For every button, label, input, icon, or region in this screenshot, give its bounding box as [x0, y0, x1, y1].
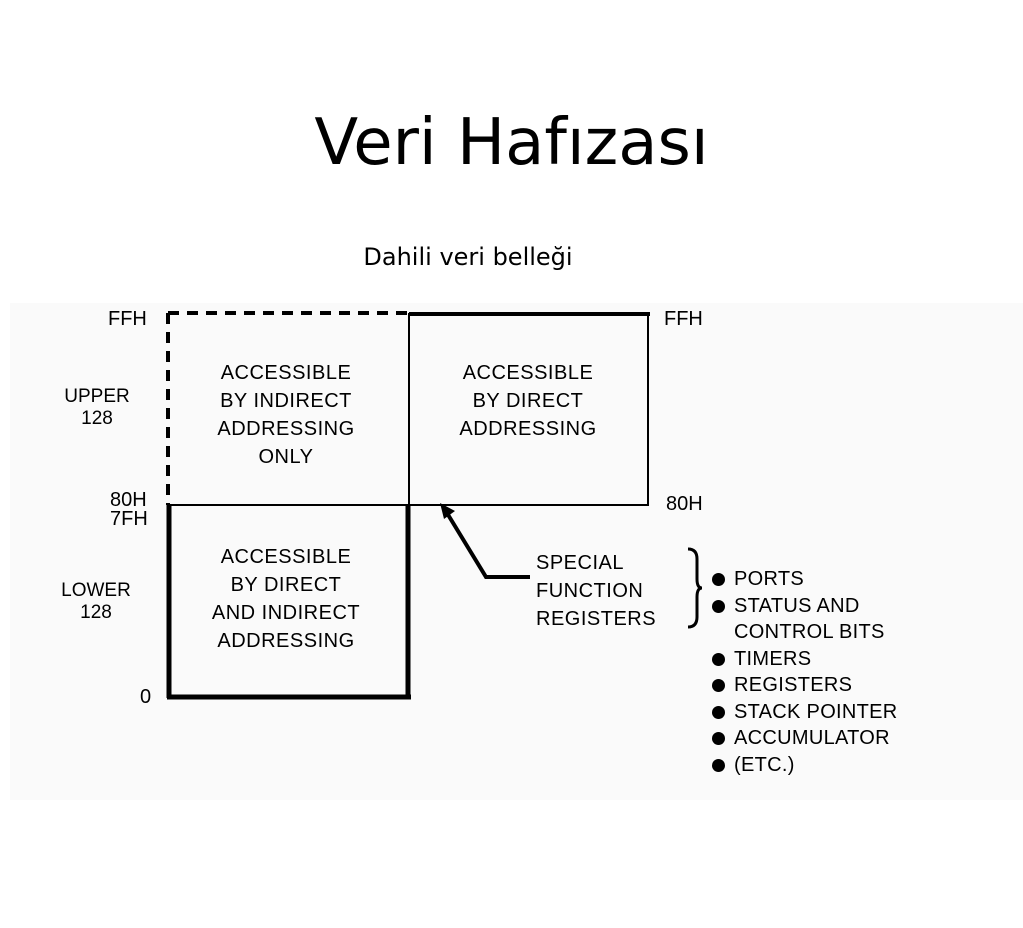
upper-label-line: UPPER	[64, 386, 130, 407]
lower-label-count: 128	[80, 602, 112, 623]
cell-line: ACCESSIBLE	[220, 362, 352, 384]
cell-line: BY INDIRECT	[220, 390, 352, 412]
upper-128-label: UPPER 128	[52, 386, 142, 430]
cell-line: ONLY	[258, 446, 314, 468]
bullet-icon	[712, 705, 725, 719]
slide-subtitle: Dahili veri belleği	[363, 243, 573, 271]
bullet-icon	[712, 679, 725, 692]
cell-line: BY DIRECT	[230, 574, 342, 596]
cell-line: ADDRESSING	[217, 418, 355, 440]
bullet-icon	[712, 573, 725, 586]
address-7fh-left: 7FH	[110, 508, 148, 530]
list-item: TIMERS	[712, 646, 898, 673]
bullet-icon	[712, 652, 725, 666]
list-item-label: STATUS AND CONTROL BITS	[734, 594, 885, 644]
address-80h-right: 80H	[666, 493, 703, 515]
sfr-label: SPECIAL FUNCTION REGISTERS	[536, 549, 656, 633]
cell-line: BY DIRECT	[472, 390, 584, 412]
list-item-label: STACK POINTER	[734, 700, 898, 723]
sfr-label-line: SPECIAL	[536, 552, 624, 574]
list-item-label: ACCUMULATOR	[734, 727, 890, 749]
list-item-label: REGISTERS	[734, 674, 853, 696]
cell-line: ADDRESSING	[217, 630, 355, 652]
cell-line: ACCESSIBLE	[462, 362, 594, 384]
list-item: PORTS	[712, 566, 898, 593]
list-item-label: TIMERS	[734, 647, 812, 670]
list-item-label: PORTS	[734, 568, 805, 590]
bullet-icon	[712, 758, 725, 772]
lower-label-line: LOWER	[61, 580, 131, 601]
sfr-item-list: PORTS STATUS AND CONTROL BITS TIMERS REG…	[712, 566, 898, 778]
cell-line: AND INDIRECT	[211, 602, 361, 624]
lower-cell-text: ACCESSIBLE BY DIRECT AND INDIRECT ADDRES…	[180, 543, 392, 655]
slide-title: Veri Hafızası	[314, 106, 709, 180]
list-item: REGISTERS	[712, 672, 898, 699]
sfr-label-line: REGISTERS	[536, 608, 657, 630]
list-item: ACCUMULATOR	[712, 725, 898, 752]
upper-indirect-cell-text: ACCESSIBLE BY INDIRECT ADDRESSING ONLY	[180, 359, 392, 471]
cell-line: ACCESSIBLE	[220, 546, 352, 568]
diagram-panel	[10, 303, 1023, 800]
address-ffh-right: FFH	[664, 308, 703, 330]
sfr-arrow-head	[440, 503, 455, 519]
cell-line: ADDRESSING	[459, 418, 597, 440]
sfr-label-line: FUNCTION	[536, 580, 644, 602]
upper-direct-cell-text: ACCESSIBLE BY DIRECT ADDRESSING	[420, 359, 636, 443]
list-item: STACK POINTER	[712, 699, 898, 726]
bullet-icon	[712, 732, 725, 745]
sfr-arrow-line	[445, 511, 530, 579]
bullet-icon	[712, 599, 725, 613]
list-item-label: (ETC.)	[734, 753, 795, 776]
address-0-left: 0	[140, 686, 152, 708]
address-ffh-left: FFH	[108, 308, 147, 330]
lower-128-label: LOWER 128	[46, 580, 146, 624]
upper-label-count: 128	[81, 408, 113, 429]
sfr-brace	[687, 547, 703, 629]
list-item: (ETC.)	[712, 752, 898, 779]
address-80h-left: 80H	[110, 489, 147, 511]
list-item: STATUS AND CONTROL BITS	[712, 593, 898, 646]
